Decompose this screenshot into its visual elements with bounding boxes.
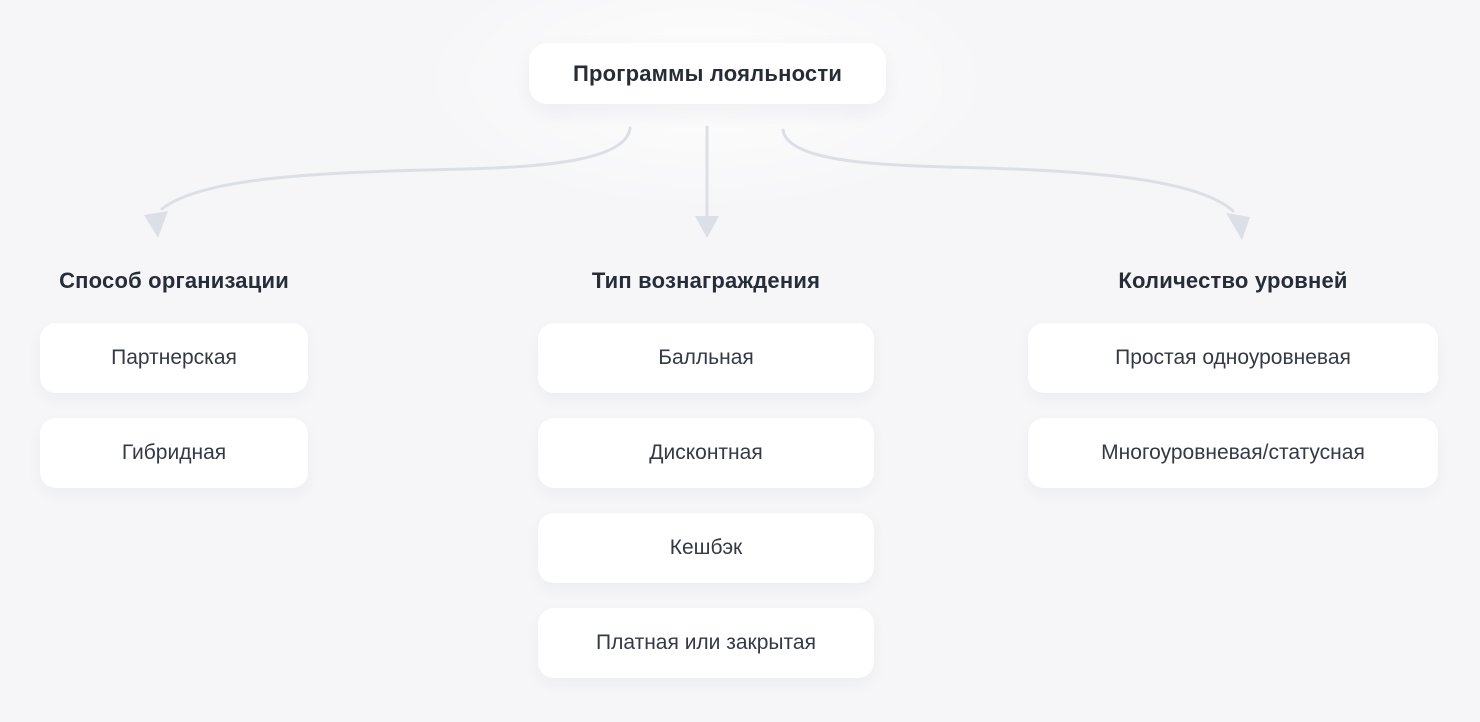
node-card-multi-level-status: Многоуровневая/статусная — [1028, 418, 1438, 488]
branch-title-reward-type: Тип вознаграждения — [591, 268, 821, 293]
node-card-label: Многоуровневая/статусная — [1101, 441, 1365, 464]
branch-title-organization-method: Способ организации — [59, 268, 289, 293]
node-card-discount: Дисконтная — [538, 418, 874, 488]
node-card-label: Балльная — [658, 346, 754, 369]
root-node-label: Программы лояльности — [572, 60, 843, 86]
branch-reward-type: Тип вознаграждения Балльная Дисконтная К… — [538, 266, 874, 678]
node-card-simple-single-level: Простая одноуровневая — [1028, 323, 1438, 393]
node-card-points: Балльная — [538, 323, 874, 393]
branch-cards: Партнерская Гибридная — [40, 323, 308, 488]
branch-cards: Балльная Дисконтная Кешбэк Платная или з… — [538, 323, 874, 678]
node-card-cashback: Кешбэк — [538, 513, 874, 583]
straight-arrow-down-icon — [695, 125, 719, 238]
curved-arrow-right-icon — [781, 128, 1250, 240]
node-card-label: Платная или закрытая — [596, 631, 816, 654]
node-card-label: Гибридная — [121, 441, 227, 464]
node-card-partner: Партнерская — [40, 323, 308, 393]
branch-organization-method: Способ организации Партнерская Гибридная — [40, 266, 308, 488]
node-card-label: Простая одноуровневая — [1115, 346, 1351, 369]
root-node: Программы лояльности — [529, 43, 886, 104]
branch-cards: Простая одноуровневая Многоуровневая/ста… — [1028, 323, 1438, 488]
branch-level-count: Количество уровней Простая одноуровневая… — [1028, 266, 1438, 488]
node-card-paid-or-closed: Платная или закрытая — [538, 608, 874, 678]
node-card-label: Партнерская — [111, 346, 237, 369]
node-card-label: Кешбэк — [669, 536, 743, 559]
curved-arrow-left-icon — [144, 126, 632, 238]
node-card-label: Дисконтная — [649, 441, 763, 464]
branch-title-level-count: Количество уровней — [1118, 268, 1348, 293]
node-card-hybrid: Гибридная — [40, 418, 308, 488]
